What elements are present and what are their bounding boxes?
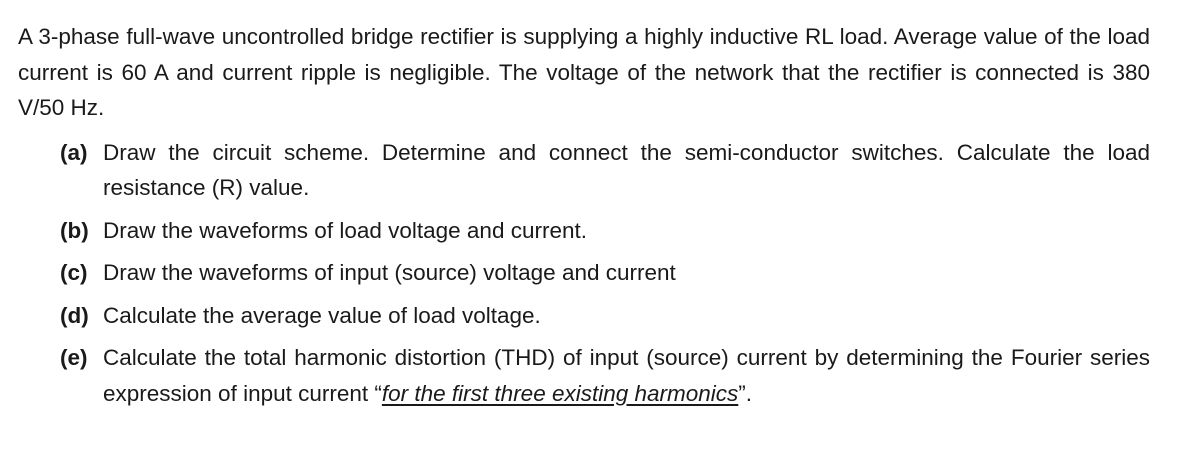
subquestion-b: (b) Draw the waveforms of load voltage a… bbox=[18, 213, 1150, 249]
subquestion-b-label: (b) bbox=[60, 217, 89, 243]
subquestion-a-text: Draw the circuit scheme. Determine and c… bbox=[103, 139, 1150, 201]
subquestion-c-label: (c) bbox=[60, 260, 88, 285]
subquestion-e-label: (e) bbox=[60, 345, 88, 370]
subquestion-a: (a) Draw the circuit scheme. Determine a… bbox=[18, 135, 1150, 206]
subquestion-e-text-before: Calculate the total harmonic distortion … bbox=[103, 345, 1150, 406]
subquestion-d: (d) Calculate the average value of load … bbox=[18, 298, 1150, 334]
subquestion-e: (e) Calculate the total harmonic distorti… bbox=[18, 340, 1150, 411]
subquestion-list: (a) Draw the circuit scheme. Determine a… bbox=[18, 135, 1150, 412]
subquestion-e-text: Calculate the total harmonic distortion … bbox=[103, 345, 1150, 406]
subquestion-a-label: (a) bbox=[60, 139, 88, 165]
subquestion-c: (c) Draw the waveforms of input (source)… bbox=[18, 255, 1150, 291]
subquestion-d-label: (d) bbox=[60, 302, 89, 328]
subquestion-b-text: Draw the waveforms of load voltage and c… bbox=[103, 217, 587, 243]
subquestion-e-text-after: ”. bbox=[738, 380, 753, 406]
subquestion-d-text: Calculate the average value of load volt… bbox=[103, 302, 541, 328]
subquestion-e-emphasis: for the first three existing harmonics bbox=[381, 380, 739, 406]
subquestion-c-text: Draw the waveforms of input (source) vol… bbox=[103, 260, 676, 285]
problem-statement: A 3-phase full-wave uncontrolled bridge … bbox=[18, 24, 1150, 120]
